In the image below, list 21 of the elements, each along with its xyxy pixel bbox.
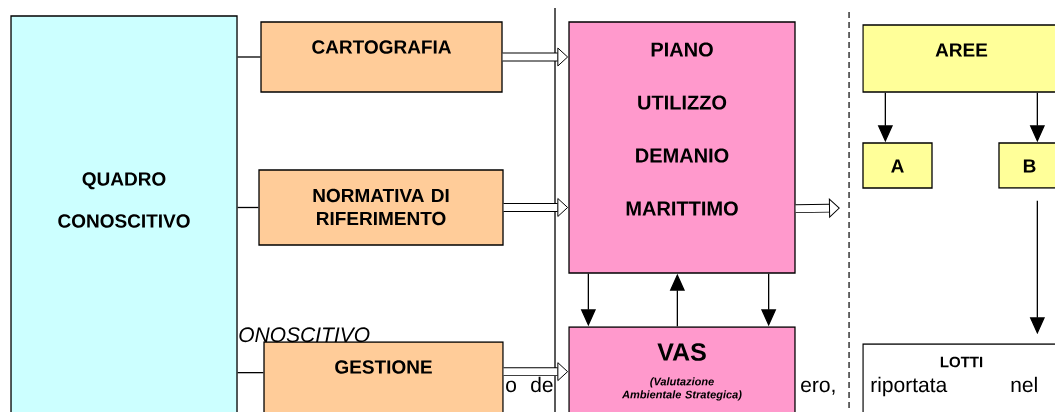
node-label: GESTIONE bbox=[335, 360, 432, 374]
arrow bbox=[502, 47, 569, 67]
node-label: A bbox=[891, 159, 904, 173]
text-fragment: riportata bbox=[871, 376, 948, 397]
node-label: CARTOGRAFIA bbox=[312, 40, 452, 54]
text-fragment: ero, bbox=[801, 380, 835, 395]
node-label: LOTTI bbox=[940, 356, 983, 368]
arrow bbox=[503, 198, 569, 217]
node-label: B bbox=[1023, 159, 1036, 173]
text-fragment: de bbox=[531, 376, 553, 393]
node-label: (Valutazione Ambientale Strategica) bbox=[621, 377, 742, 401]
node-label: VAS bbox=[657, 343, 706, 361]
node-label: PIANO UTILIZZO DEMANIO MARITTIMO bbox=[626, 42, 738, 216]
arrow bbox=[503, 362, 569, 382]
node-label: AREE bbox=[935, 43, 988, 57]
node-label: NORMATIVA DI RIFERIMENTO bbox=[313, 188, 449, 226]
arrow bbox=[795, 198, 840, 218]
text-fragment: o bbox=[506, 380, 516, 393]
text-fragment: nel bbox=[1011, 376, 1037, 393]
text-fragment: ONOSCITIVO bbox=[239, 327, 370, 343]
node-label: QUADRO CONOSCITIVO bbox=[58, 172, 190, 228]
